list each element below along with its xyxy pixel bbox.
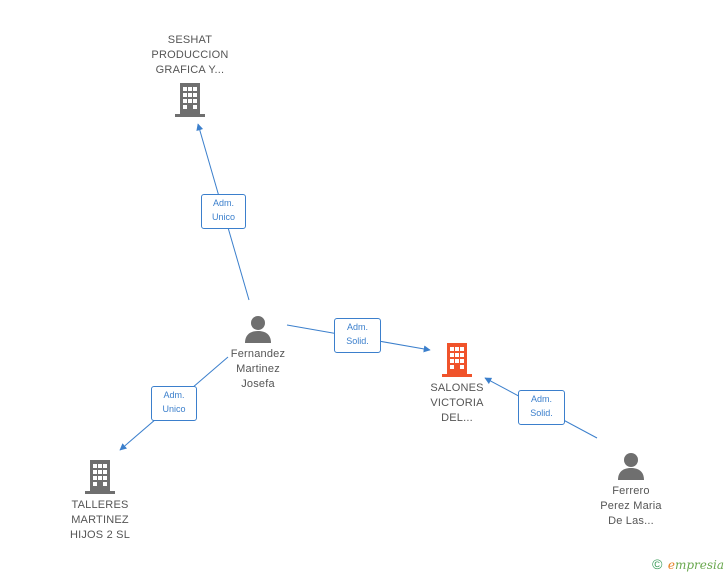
copyright-icon: © xyxy=(652,556,663,572)
node-fernandez-label: Fernandez Martinez Josefa xyxy=(230,348,286,390)
edge-label-fernandez-seshat[interactable]: Adm. Unico xyxy=(201,194,246,229)
building-icon xyxy=(442,343,472,377)
node-salones-label: SALONES VICTORIA DEL... xyxy=(430,382,484,424)
edge-label-fernandez-salones[interactable]: Adm. Solid. xyxy=(334,318,381,353)
node-salones[interactable]: SALONES VICTORIA DEL... xyxy=(407,342,507,426)
watermark: © empresia xyxy=(652,556,724,572)
brand-logo: empresia xyxy=(667,558,724,572)
node-ferrero[interactable]: Ferrero Perez Maria De Las... xyxy=(581,451,681,529)
node-fernandez[interactable]: Fernandez Martinez Josefa xyxy=(208,314,308,392)
node-talleres-label: TALLERES MARTINEZ HIJOS 2 SL xyxy=(69,499,131,541)
edge-label-ferrero-salones[interactable]: Adm. Solid. xyxy=(518,390,565,425)
node-seshat[interactable]: SESHAT PRODUCCION GRAFICA Y... xyxy=(140,33,240,118)
node-seshat-label: SESHAT PRODUCCION GRAFICA Y... xyxy=(151,34,229,76)
building-icon xyxy=(175,83,205,117)
edge-label-fernandez-talleres[interactable]: Adm. Unico xyxy=(151,386,197,421)
person-icon xyxy=(618,453,644,480)
node-talleres[interactable]: TALLERES MARTINEZ HIJOS 2 SL xyxy=(50,459,150,543)
node-ferrero-label: Ferrero Perez Maria De Las... xyxy=(600,485,662,527)
building-icon xyxy=(85,460,115,494)
person-icon xyxy=(245,316,271,343)
